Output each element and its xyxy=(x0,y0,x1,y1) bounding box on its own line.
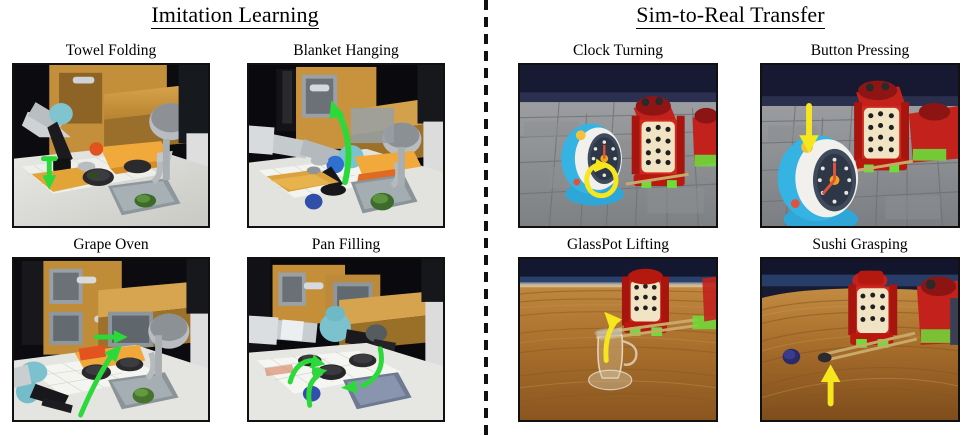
tile-sushi-grasping: Sushi Grasping xyxy=(760,236,960,422)
tile-towel-folding: Towel Folding xyxy=(12,42,210,228)
caption-clock-turning: Clock Turning xyxy=(572,42,663,59)
divider-dash xyxy=(484,255,488,265)
photo-glasspot-lifting xyxy=(518,257,718,422)
tile-glasspot-lifting: GlassPot Lifting xyxy=(518,236,718,422)
caption-pan-filling: Pan Filling xyxy=(311,236,381,253)
caption-towel-folding: Towel Folding xyxy=(65,42,157,59)
tile-pan-filling: Pan Filling xyxy=(247,236,445,422)
divider-dash xyxy=(484,272,488,282)
section-title-sim-text: Sim-to-Real Transfer xyxy=(636,2,825,29)
panel-divider xyxy=(484,0,488,436)
divider-dash xyxy=(484,204,488,214)
caption-grape-oven: Grape Oven xyxy=(73,236,149,253)
section-title-imitation-learning: Imitation Learning xyxy=(0,2,470,29)
divider-dash xyxy=(484,153,488,163)
divider-dash xyxy=(484,51,488,61)
photo-grape-oven xyxy=(12,257,210,422)
panel-sim-to-real-transfer: Sim-to-Real Transfer xyxy=(500,0,961,436)
divider-dash xyxy=(484,391,488,401)
tile-blanket-hanging: Blanket Hanging xyxy=(247,42,445,228)
tile-button-pressing: Button Pressing xyxy=(760,42,960,228)
arrow-pan-3 xyxy=(360,346,384,389)
divider-dash xyxy=(484,102,488,112)
divider-dash xyxy=(484,17,488,27)
divider-dash xyxy=(484,425,488,435)
divider-dash xyxy=(484,136,488,146)
caption-blanket-hanging: Blanket Hanging xyxy=(293,42,399,59)
arrow-clock-rotation xyxy=(584,162,619,199)
photo-sushi-grasping xyxy=(760,257,960,422)
divider-dash xyxy=(484,289,488,299)
divider-dash xyxy=(484,187,488,197)
photo-blanket-hanging xyxy=(247,63,445,228)
photo-towel-folding xyxy=(12,63,210,228)
divider-dash xyxy=(484,119,488,129)
divider-dash xyxy=(484,306,488,316)
section-title-imitation-text: Imitation Learning xyxy=(151,2,319,29)
tile-clock-turning: Clock Turning xyxy=(518,42,718,228)
divider-dash xyxy=(484,85,488,95)
tile-grape-oven: Grape Oven xyxy=(12,236,210,422)
divider-dash xyxy=(484,34,488,44)
panel-imitation-learning: Imitation Learning Towel Folding xyxy=(0,0,470,436)
photo-clock-turning xyxy=(518,63,718,228)
divider-dash xyxy=(484,0,488,10)
divider-dash xyxy=(484,170,488,180)
photo-pan-filling xyxy=(247,257,445,422)
divider-dash xyxy=(484,340,488,350)
caption-button-pressing: Button Pressing xyxy=(810,42,910,59)
caption-sushi-grasping: Sushi Grasping xyxy=(812,236,908,253)
divider-dash xyxy=(484,323,488,333)
divider-dash xyxy=(484,408,488,418)
divider-dash xyxy=(484,374,488,384)
section-title-sim-to-real: Sim-to-Real Transfer xyxy=(500,2,961,29)
divider-dash xyxy=(484,238,488,248)
arrow-blanket xyxy=(334,108,352,186)
arrow-pan-1 xyxy=(287,358,317,385)
photo-button-pressing xyxy=(760,63,960,228)
arrow-grape-curve xyxy=(78,352,115,418)
divider-dash xyxy=(484,221,488,231)
divider-dash xyxy=(484,68,488,78)
divider-dash xyxy=(484,357,488,367)
caption-glasspot-lifting: GlassPot Lifting xyxy=(566,236,670,253)
